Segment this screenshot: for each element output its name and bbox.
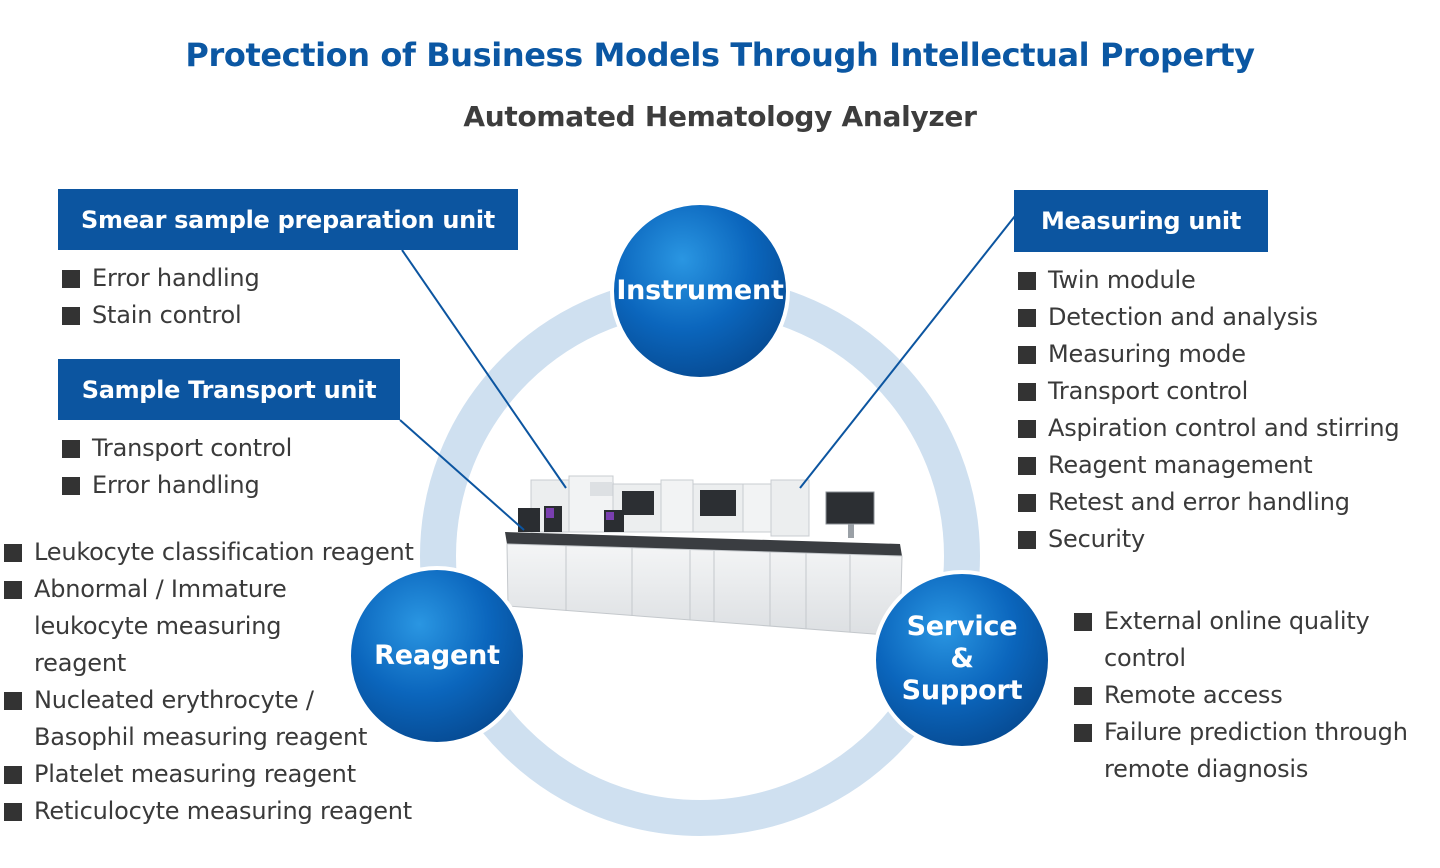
transport-unit-header: Sample Transport unit: [58, 359, 400, 420]
transport-connector: [399, 419, 525, 531]
list-item: Retest and error handling: [1018, 484, 1399, 521]
list-item: Platelet measuring reagent: [4, 756, 434, 793]
list-item: Abnormal / Immature leukocyte measuring …: [4, 571, 324, 682]
service-circle: [872, 570, 1052, 750]
instrument-circle: [610, 201, 790, 381]
list-item: Error handling: [62, 260, 260, 297]
diagram-title: Protection of Business Models Through In…: [185, 36, 1255, 74]
service-list: External online quality control Remote a…: [1074, 603, 1436, 788]
diagram-subtitle: Automated Hematology Analyzer: [463, 100, 977, 133]
list-item: Stain control: [62, 297, 259, 334]
smear-unit-header: Smear sample preparation unit: [58, 189, 518, 250]
smear-unit-list: Error handling Stain control: [62, 260, 260, 334]
instrument-label: Instrument: [616, 275, 784, 306]
list-item: Failure prediction through remote diagno…: [1074, 714, 1440, 788]
list-item: Security: [1018, 521, 1399, 558]
reagent-label: Reagent: [374, 640, 500, 671]
list-item: Transport control: [1018, 373, 1399, 410]
measuring-unit-header: Measuring unit: [1014, 190, 1268, 252]
list-item: Remote access: [1074, 677, 1436, 714]
measuring-connector: [799, 215, 1016, 489]
list-item: Leukocyte classification reagent: [4, 534, 434, 571]
measuring-unit-list: Twin module Detection and analysis Measu…: [1018, 262, 1400, 558]
list-item: Measuring mode: [1018, 336, 1399, 373]
list-item: Detection and analysis: [1018, 299, 1399, 336]
list-item: Nucleated erythrocyte / Basophil measuri…: [4, 682, 384, 756]
list-item: External online quality control: [1074, 603, 1404, 677]
list-item: Aspiration control and stirring: [1018, 410, 1400, 447]
service-label-line2: &: [950, 643, 974, 674]
list-item: Reagent management: [1018, 447, 1399, 484]
analyzer-illustration: [505, 475, 903, 637]
reagent-circle: [347, 566, 527, 746]
transport-unit-list: Transport control Error handling: [62, 430, 292, 504]
list-item: Transport control: [62, 430, 292, 467]
service-label-line1: Service: [906, 611, 1018, 642]
list-item: Twin module: [1018, 262, 1399, 299]
smear-connector: [401, 249, 567, 489]
list-item: Reticulocyte measuring reagent: [4, 793, 434, 830]
reagent-list: Leukocyte classification reagent Abnorma…: [4, 534, 434, 830]
service-label: Service & Support: [874, 611, 1050, 707]
list-item: Error handling: [62, 467, 292, 504]
service-label-line3: Support: [901, 675, 1023, 706]
